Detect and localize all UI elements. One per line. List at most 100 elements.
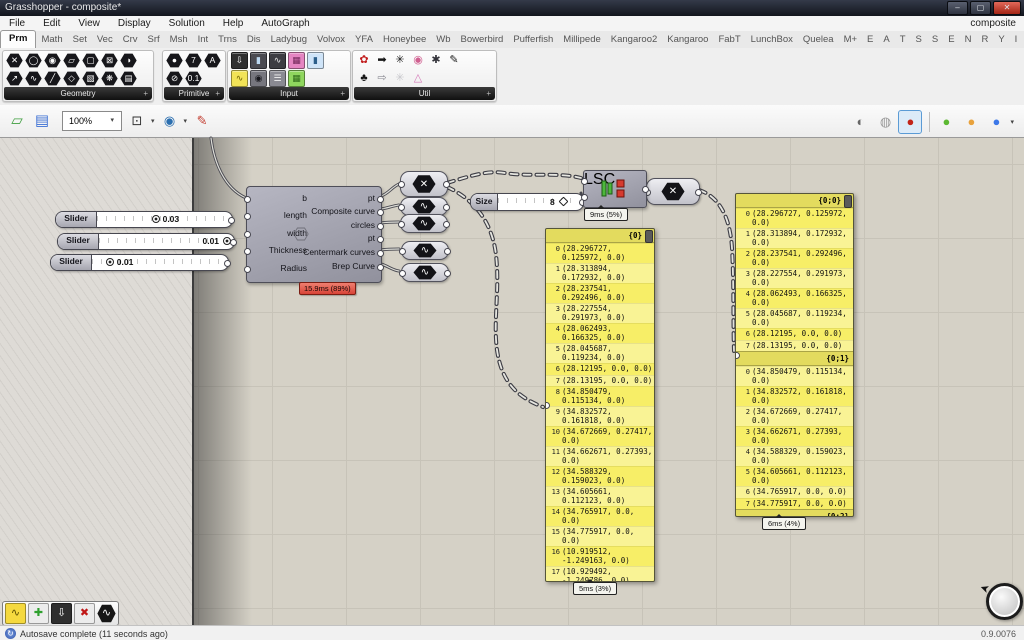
tab-quelea[interactable]: Quelea bbox=[802, 34, 834, 45]
tab-wb[interactable]: Wb bbox=[436, 34, 451, 45]
menu-item-solution[interactable]: Solution bbox=[168, 18, 205, 29]
menu-item-autograph[interactable]: AutoGraph bbox=[261, 18, 310, 29]
favorite-panel-icon[interactable]: ∿ bbox=[5, 603, 26, 624]
tab-m+[interactable]: M+ bbox=[843, 34, 858, 45]
sketch-pen-icon[interactable]: ✎ bbox=[196, 113, 208, 128]
slider-grip[interactable]: Slider bbox=[56, 212, 97, 227]
tab-ladybug[interactable]: Ladybug bbox=[270, 34, 308, 45]
close-button[interactable]: ✕ bbox=[993, 1, 1021, 15]
open-file-icon[interactable]: ▱ bbox=[11, 112, 23, 129]
box-icon[interactable]: ▢ bbox=[82, 53, 99, 68]
box-2pt-icon[interactable]: ⊠ bbox=[101, 53, 118, 68]
tab-int[interactable]: Int bbox=[197, 34, 209, 45]
zoom-extents-icon[interactable]: ⊡ bbox=[131, 113, 143, 128]
plane-icon[interactable]: ◇ bbox=[63, 71, 80, 86]
slider-knob[interactable] bbox=[151, 215, 160, 223]
preview-shaded-icon[interactable]: ● bbox=[898, 109, 923, 134]
favorite-import-icon[interactable]: ⇩ bbox=[51, 603, 72, 624]
tab-kangaroo2[interactable]: Kangaroo2 bbox=[610, 34, 658, 45]
data-panel-right[interactable]: {0;0}0(28.296727, 0.125972, 0.0)1(28.313… bbox=[735, 193, 854, 517]
slider-grip[interactable]: Slider bbox=[58, 234, 99, 249]
slider-track[interactable] bbox=[92, 255, 223, 270]
chevron-down-icon[interactable]: ▾ bbox=[151, 118, 155, 125]
fly-icon[interactable]: ✳ bbox=[395, 54, 405, 66]
data-panel-center[interactable]: {0}0(28.296727, 0.125972, 0.0)1(28.31389… bbox=[545, 228, 655, 582]
import-icon[interactable]: ⇩ bbox=[231, 52, 248, 69]
slider-track[interactable] bbox=[498, 194, 578, 210]
output-notch[interactable] bbox=[642, 186, 649, 193]
tab-msh[interactable]: Msh bbox=[169, 34, 188, 45]
tab-n[interactable]: N bbox=[964, 34, 972, 45]
boolean-toggle-icon[interactable]: ▮ bbox=[250, 52, 267, 69]
tab-millipede[interactable]: Millipede bbox=[563, 34, 601, 45]
tab-lunchbox[interactable]: LunchBox bbox=[750, 34, 793, 45]
preview-off-icon[interactable]: ◐ bbox=[856, 113, 865, 129]
fly-white-icon[interactable]: ✳ bbox=[395, 72, 405, 84]
tab-dis[interactable]: Dis bbox=[246, 34, 261, 45]
menu-item-help[interactable]: Help bbox=[222, 18, 244, 29]
favorite-merge-icon[interactable]: ✚ bbox=[28, 603, 49, 624]
output-notch[interactable] bbox=[377, 264, 384, 271]
curve-param-component[interactable]: ∿ bbox=[398, 214, 450, 233]
output-notch[interactable] bbox=[377, 196, 384, 203]
minimize-button[interactable]: – bbox=[947, 1, 968, 15]
ribbon-group-label[interactable]: Util+ bbox=[354, 87, 495, 100]
tab-e[interactable]: E bbox=[867, 34, 874, 45]
tab-crv[interactable]: Crv bbox=[122, 34, 138, 45]
preview-eye-icon[interactable]: ◉ bbox=[163, 113, 176, 128]
input-notch[interactable] bbox=[244, 196, 251, 203]
tab-prm[interactable]: Prm bbox=[0, 30, 37, 48]
arc-icon[interactable]: ◉ bbox=[44, 53, 61, 68]
tab-bowerbird[interactable]: Bowerbird bbox=[460, 34, 504, 45]
panel-scrollbar[interactable] bbox=[844, 195, 852, 208]
scribble-pen-icon[interactable]: ✎ bbox=[449, 54, 459, 66]
input-notch[interactable] bbox=[581, 178, 588, 185]
favorite-curve-icon[interactable]: ∿ bbox=[97, 604, 116, 623]
menu-item-view[interactable]: View bbox=[78, 18, 100, 29]
tab-t[interactable]: T bbox=[899, 34, 906, 45]
tab-e[interactable]: E bbox=[948, 34, 955, 45]
tab-r[interactable]: R bbox=[981, 34, 989, 45]
tab-volvox[interactable]: Volvox bbox=[317, 34, 346, 45]
curve-param-component[interactable]: ∿ bbox=[399, 263, 451, 282]
trigger-arrow-icon[interactable]: ➡ bbox=[377, 54, 387, 66]
menu-item-edit[interactable]: Edit bbox=[43, 18, 61, 29]
tab-s[interactable]: S bbox=[931, 34, 939, 45]
menu-item-display[interactable]: Display bbox=[117, 18, 151, 29]
menu-item-file[interactable]: File bbox=[9, 18, 26, 29]
slider-knob[interactable] bbox=[223, 237, 232, 245]
tab-s[interactable]: S bbox=[915, 34, 922, 45]
rectangle-icon[interactable]: ▱ bbox=[63, 53, 80, 68]
material-orange-icon[interactable]: ● bbox=[967, 113, 976, 129]
ribbon-group-label[interactable]: Geometry+ bbox=[4, 87, 152, 100]
circle-icon[interactable]: ◯ bbox=[25, 53, 42, 68]
material-green-icon[interactable]: ● bbox=[942, 113, 951, 129]
vector-icon[interactable]: ↗ bbox=[6, 71, 23, 86]
curve-icon[interactable]: ∿ bbox=[25, 71, 42, 86]
input-notch[interactable] bbox=[244, 213, 251, 220]
tab-yfa[interactable]: YFA bbox=[355, 34, 373, 45]
input-notch[interactable] bbox=[581, 194, 588, 201]
gradient-icon[interactable]: ▦ bbox=[288, 70, 305, 87]
chevron-down-icon[interactable]: ▾ bbox=[1010, 118, 1014, 126]
geometry-param-icon[interactable]: ✕ bbox=[6, 53, 23, 68]
cluster-icon[interactable]: ✱ bbox=[431, 54, 441, 66]
integer-icon[interactable]: 7 bbox=[185, 53, 202, 68]
flatten-x-component[interactable]: ✕ bbox=[644, 178, 702, 205]
slider-track[interactable] bbox=[99, 234, 229, 249]
input-notch[interactable] bbox=[244, 231, 251, 238]
disc-icon[interactable]: ◉ bbox=[413, 54, 423, 66]
text-icon[interactable]: A bbox=[204, 53, 221, 68]
favorite-galapagos-icon[interactable]: ✖ bbox=[74, 603, 95, 624]
tab-a[interactable]: A bbox=[883, 34, 890, 45]
tab-y[interactable]: Y bbox=[998, 34, 1005, 45]
tab-kangaroo[interactable]: Kangaroo bbox=[667, 34, 709, 45]
flatten-x-component[interactable]: ✕ bbox=[398, 171, 450, 197]
slider-track[interactable] bbox=[97, 212, 227, 227]
brep-icon[interactable]: ▤ bbox=[120, 71, 137, 86]
